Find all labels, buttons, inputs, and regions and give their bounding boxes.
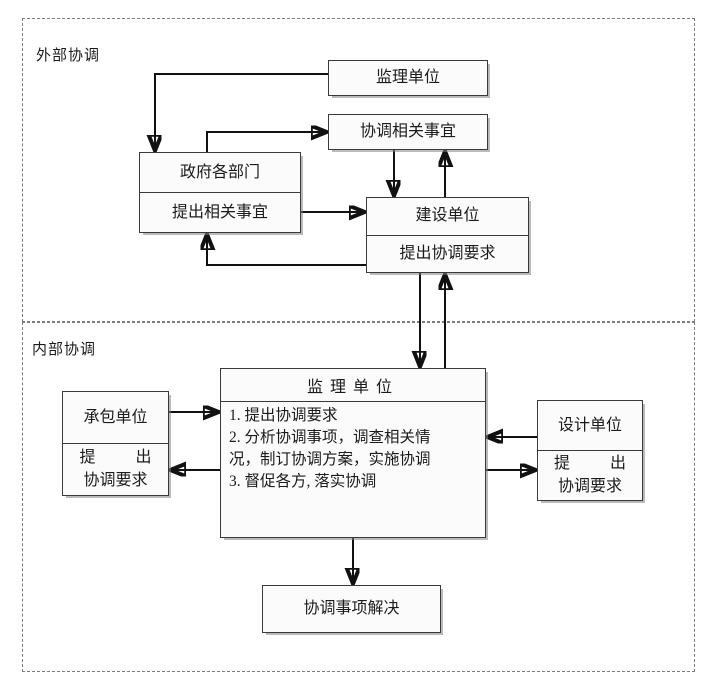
node-design-unit-body-line2: 协调要求	[557, 478, 622, 495]
node-contractor-unit-header: 承包单位	[83, 408, 148, 426]
section-internal-label: 内部协调	[32, 342, 97, 358]
node-design-unit-body: 提 出 协调要求	[538, 450, 642, 500]
supervisor-task-1: 1. 提出协调要求	[229, 407, 338, 424]
node-supervisor-unit-main-header: 监理单位	[221, 369, 485, 402]
node-government-departments-body: 提出相关事宜	[140, 192, 300, 232]
node-contractor-unit-body-line1: 提 出	[79, 449, 170, 466]
supervisor-task-2: 2. 分析协调事项，调查相关情	[229, 429, 431, 446]
node-coordination-matters-label: 协调相关事宜	[359, 123, 456, 140]
section-internal-coordination	[22, 322, 695, 672]
node-construction-unit[interactable]: 建设单位 提出协调要求	[366, 197, 529, 273]
node-contractor-unit-body: 提 出 协调要求	[63, 443, 168, 495]
node-supervisor-unit-top[interactable]: 监理单位	[328, 60, 488, 96]
node-design-unit-header: 设计单位	[557, 416, 622, 434]
supervisor-task-3: 3. 督促各方, 落实协调	[229, 473, 377, 490]
node-design-unit[interactable]: 设计单位 提 出 协调要求	[537, 400, 643, 501]
node-construction-unit-header: 建设单位	[415, 207, 480, 225]
node-supervisor-unit-main-body: 1. 提出协调要求 2. 分析协调事项，调查相关情 况，制订协调方案，实施协调 …	[221, 402, 485, 537]
node-supervisor-unit-main[interactable]: 监理单位 1. 提出协调要求 2. 分析协调事项，调查相关情 况，制订协调方案，…	[220, 368, 486, 538]
node-supervisor-unit-top-label: 监理单位	[375, 69, 440, 86]
node-government-departments[interactable]: 政府各部门 提出相关事宜	[139, 152, 301, 233]
supervisor-task-2-continued: 况，制订协调方案，实施协调	[229, 451, 431, 468]
node-coordination-resolved-label: 协调事项解决	[303, 600, 400, 617]
node-design-unit-body-line1: 提 出	[554, 455, 645, 472]
node-coordination-matters[interactable]: 协调相关事宜	[328, 114, 488, 150]
section-external-coordination	[22, 18, 695, 322]
node-coordination-resolved[interactable]: 协调事项解决	[262, 585, 441, 633]
node-contractor-unit-body-line2: 协调要求	[83, 472, 148, 489]
node-contractor-unit[interactable]: 承包单位 提 出 协调要求	[62, 391, 169, 496]
section-external-label: 外部协调	[36, 48, 101, 64]
node-government-departments-header: 政府各部门	[179, 163, 260, 181]
node-construction-unit-body: 提出协调要求	[367, 234, 528, 273]
